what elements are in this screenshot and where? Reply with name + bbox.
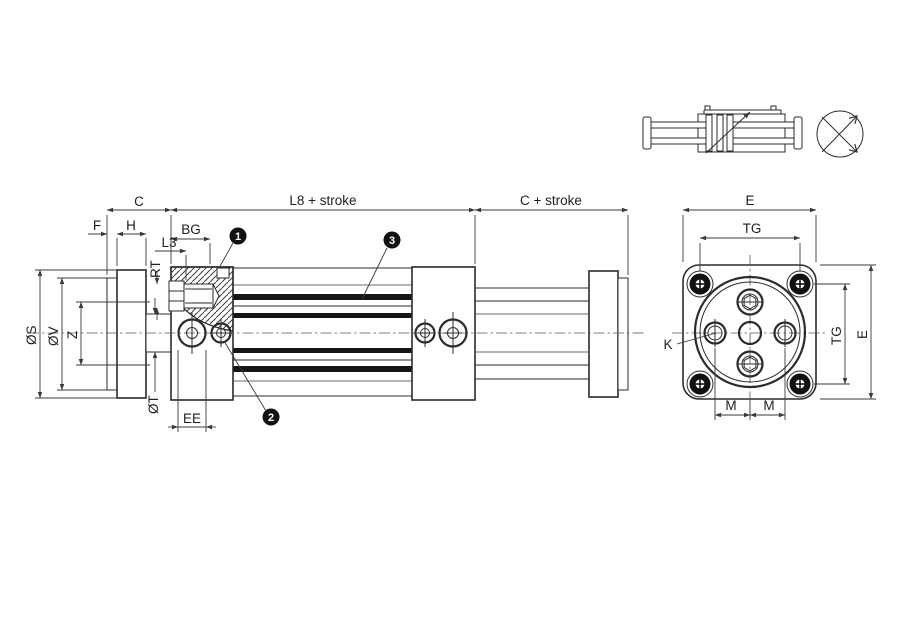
dim-label-h: H [126,218,136,233]
dim-label-os: ØS [24,325,39,345]
dim-label-k: K [663,337,672,352]
right-end-disc [588,270,619,398]
front-head-ports [177,312,232,354]
rear-head-ports [414,312,468,354]
rod-end-section [168,266,234,332]
end-view-dimensions: E TG TG E M M [682,193,876,420]
dim-label-ov: ØV [46,326,61,346]
thread-bore [183,283,214,309]
center-hole-pattern [703,288,797,378]
side-view: C L8 + stroke C + stroke F H BG L3 RT [24,193,646,432]
dim-label-l8-stroke: L8 + stroke [289,193,356,208]
dimension-top-chain: C L8 + stroke C + stroke [106,193,629,275]
cylinder-tube [232,267,413,397]
dim-label-ee: EE [183,411,201,426]
rotation-arrow-down [821,116,857,152]
dim-label-m-right: M [763,398,774,413]
pictogram-rod-left-upper [649,121,708,129]
hex-socket-top [743,294,757,310]
dimension-rt-ot: RT ØT [146,260,163,414]
callout-3-number: 3 [389,235,395,247]
end-plate [682,264,817,400]
dim-label-m-left: M [725,398,736,413]
wiper-notch [216,267,230,279]
cushion-screw-rear [414,322,436,344]
pictogram-rod-right-lower [732,137,796,145]
tie-rod-nuts [686,270,814,398]
dim-label-e-right: E [855,330,870,339]
adjustability-arrow [705,111,751,154]
tie-rod-band-top-1 [233,294,412,300]
front-port-circle [177,318,207,348]
dim-label-c-stroke: C + stroke [520,193,582,208]
dim-label-ot: ØT [146,395,161,414]
left-end-disc [116,269,147,399]
dim-label-tg-top: TG [743,221,762,236]
callouts: 1 2 3 [218,227,401,426]
tie-rod-nut [786,370,814,398]
end-view: K E TG TG E M M [663,193,876,420]
dim-label-e-top: E [745,193,754,208]
callout-2-number: 2 [268,412,274,424]
piston-rod-circle [737,320,763,346]
tie-rod-band-bottom-1 [233,348,412,353]
callout-2-bubble [262,408,280,426]
rod-chamfer [168,280,185,312]
tie-rod-nut [686,370,714,398]
dim-label-l3: L3 [161,235,176,250]
pictogram-piston-plate [705,114,713,152]
tie-rod-band-top-2 [233,313,412,318]
left-end-strip [106,277,118,391]
hex-socket-bottom [743,356,757,372]
rotation-icon [816,110,864,158]
dimension-ee: EE [168,350,216,432]
dim-label-f: F [93,218,101,233]
cylinder-bore-inner-circle [699,281,801,383]
cylinder-bore-circle [693,275,807,389]
rear-port-circle [438,318,468,348]
dim-label-bg: BG [181,222,201,237]
rear-extension-tube [474,287,590,380]
callout-3-bubble [383,231,401,249]
dim-label-c: C [134,194,144,209]
dimension-second-row: F H BG L3 [88,218,211,280]
dim-label-tg-right: TG [829,326,844,345]
right-end-strip [617,277,629,391]
dimension-left-diameters: ØS ØV Z [24,269,150,399]
rotation-icon-circle [816,110,864,158]
cushion-screw-front [210,322,232,344]
pictogram-rod-right-upper [732,121,796,129]
tie-rod-nut [686,270,714,298]
pictogram-endplate-right [793,116,803,150]
tie-rod-nut [786,270,814,298]
callout-1-number: 1 [235,231,241,243]
pictogram-endplate-left [642,116,652,150]
dim-label-rt: RT [148,260,163,278]
k-callout: K [663,332,717,352]
pictogram-rod-left-lower [649,137,708,145]
pictogram-piston-plate [716,114,724,152]
dim-label-z: Z [65,331,80,339]
callout-1-bubble [229,227,247,245]
tie-rod-band-bottom-2 [233,366,412,372]
schematic-pictogram [642,105,803,154]
